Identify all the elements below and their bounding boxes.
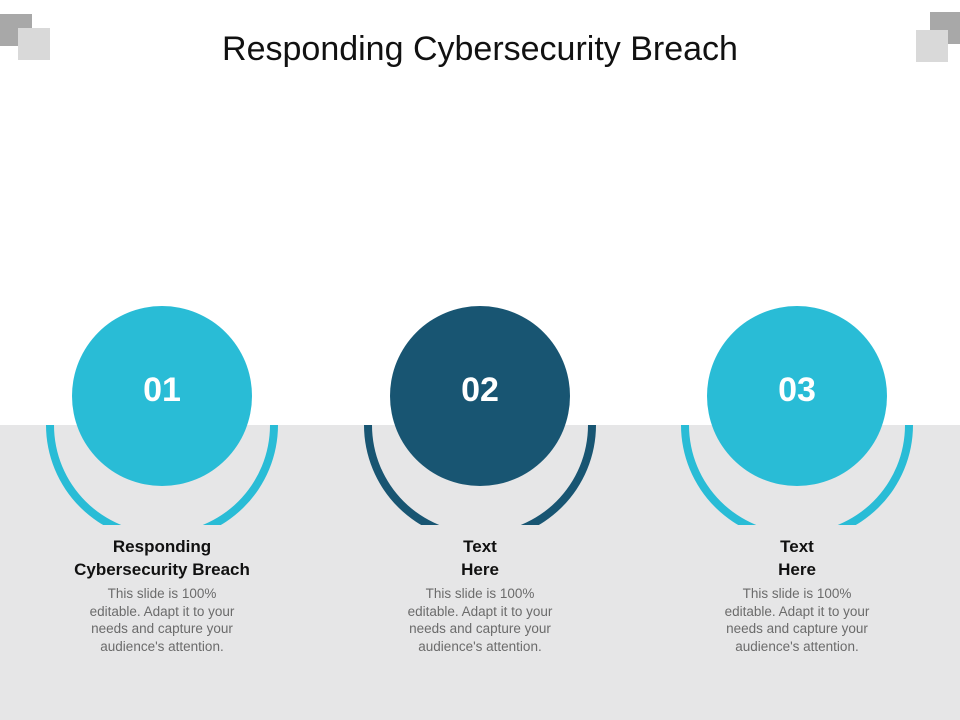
step-number: 02 bbox=[461, 371, 499, 409]
step-heading-line1: Text bbox=[463, 537, 497, 556]
step-2: 02 Text Here This slide is 100% editable… bbox=[360, 305, 600, 665]
corner-decoration-right-light bbox=[916, 30, 948, 62]
step-heading: Text Here bbox=[360, 535, 600, 581]
step-heading-line2: Here bbox=[461, 560, 499, 579]
step-number: 03 bbox=[778, 371, 816, 409]
step-circle-graphic bbox=[46, 306, 278, 525]
corner-decoration-left-light bbox=[18, 28, 50, 60]
slide-title: Responding Cybersecurity Breach bbox=[222, 30, 738, 68]
step-number: 01 bbox=[143, 371, 181, 409]
step-circle bbox=[72, 306, 252, 486]
step-body-text: This slide is 100% editable. Adapt it to… bbox=[407, 586, 553, 654]
step-circle-graphic bbox=[364, 306, 596, 525]
step-heading-line2: Here bbox=[778, 560, 816, 579]
step-heading: Text Here bbox=[677, 535, 917, 581]
step-circle bbox=[707, 306, 887, 486]
step-circle-graphic bbox=[681, 306, 913, 525]
step-heading-line1: Text bbox=[780, 537, 814, 556]
step-body-text: This slide is 100% editable. Adapt it to… bbox=[89, 586, 235, 654]
step-circle bbox=[390, 306, 570, 486]
step-3: 03 Text Here This slide is 100% editable… bbox=[677, 305, 917, 665]
step-heading-line1: Responding bbox=[112, 537, 212, 556]
step-1: 01 Responding Cybersecurity Breach This … bbox=[42, 305, 282, 665]
step-heading-line2: Cybersecurity Breach bbox=[74, 560, 250, 579]
step-heading: Responding Cybersecurity Breach bbox=[42, 535, 282, 581]
step-body-text: This slide is 100% editable. Adapt it to… bbox=[724, 586, 870, 654]
